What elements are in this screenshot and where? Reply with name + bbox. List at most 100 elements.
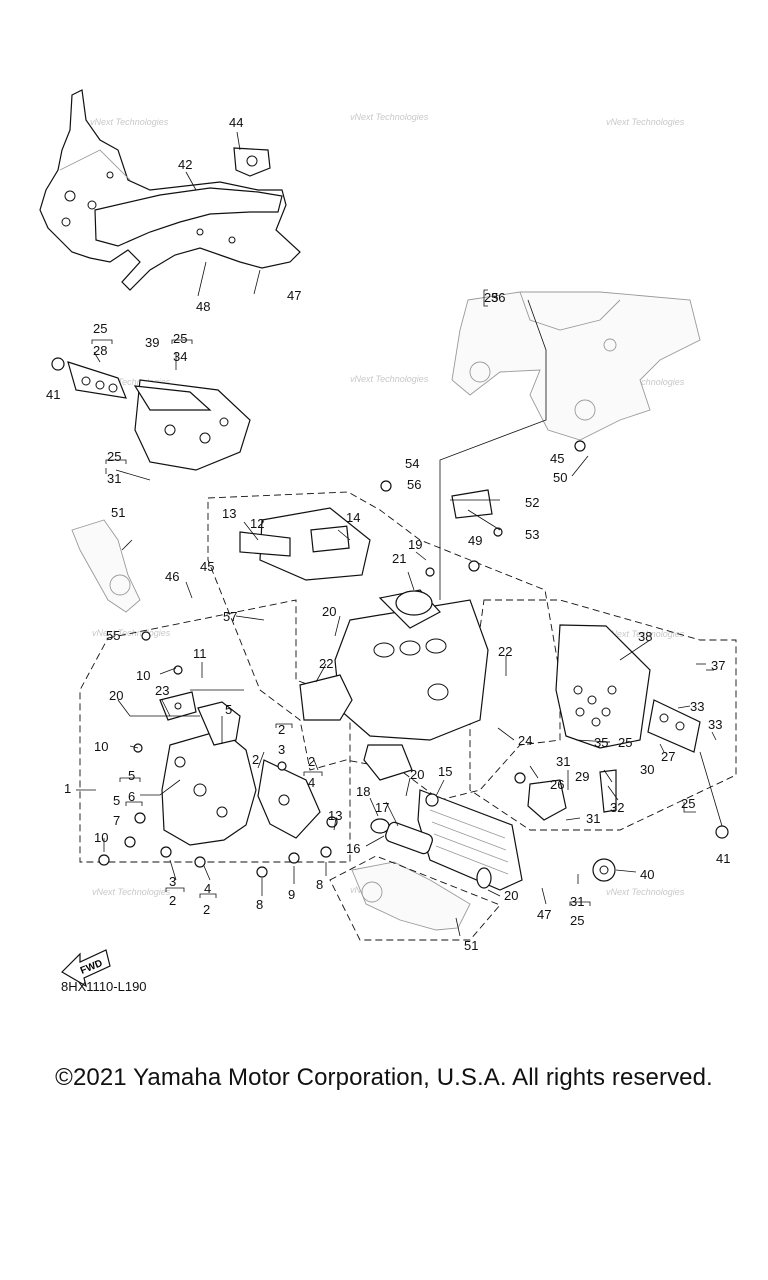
callout: 57: [223, 609, 237, 624]
copyright-notice: ©2021 Yamaha Motor Corporation, U.S.A. A…: [55, 1064, 713, 1091]
assembly-boundary-right: [469, 599, 737, 831]
assembly-boundary-center: [207, 491, 561, 801]
callout: 48: [196, 299, 210, 314]
callout: 56: [407, 477, 421, 492]
callout: 25: [681, 796, 695, 811]
callout: 37: [711, 658, 725, 673]
watermark: vNext Technologies: [606, 887, 685, 897]
callout: 25: [107, 449, 121, 464]
callout: 19: [408, 537, 422, 552]
callout: 18: [356, 784, 370, 799]
callout: 5: [113, 793, 120, 808]
callout: 20: [109, 688, 123, 703]
callout: 41: [46, 387, 60, 402]
watermark: vNext Technologies: [350, 112, 429, 122]
callout: 10: [94, 739, 108, 754]
front-bracket-assembly: [98, 631, 338, 878]
engine-guard-assembly: [51, 357, 251, 471]
callout: 38: [638, 629, 652, 644]
callout: 23: [155, 683, 169, 698]
callout: 11: [193, 646, 207, 661]
callout: 14: [346, 510, 360, 525]
callout: 10: [94, 830, 108, 845]
callout: 2: [203, 902, 210, 917]
watermark: vNext Technologies: [606, 377, 685, 387]
callout: 10: [136, 668, 150, 683]
callout: 45: [200, 559, 214, 574]
callout: 45: [550, 451, 564, 466]
callout: 13: [328, 808, 342, 823]
callout: 46: [165, 569, 179, 584]
callout: 34: [173, 349, 187, 364]
callout: 29: [575, 769, 589, 784]
assembly-boundary-lower: [329, 855, 501, 941]
callout: 25: [93, 321, 107, 336]
callout: 16: [346, 841, 360, 856]
callout: 6: [128, 789, 135, 804]
callout: 52: [525, 495, 539, 510]
callout: 32: [610, 800, 624, 815]
callout: 36: [491, 290, 505, 305]
callout: 33: [708, 717, 722, 732]
callout: 27: [661, 749, 675, 764]
callout: 20: [322, 604, 336, 619]
callout: 42: [178, 157, 192, 172]
ghost-rear-frame: [451, 291, 701, 441]
callout: 22: [319, 656, 333, 671]
callout: 22: [498, 644, 512, 659]
watermark: vNext Technologies: [350, 374, 429, 384]
fwd-arrow: FWD: [61, 949, 111, 988]
callout: 8: [256, 897, 263, 912]
callout: 28: [93, 343, 107, 358]
callout: 4: [308, 775, 315, 790]
callout: 35: [594, 735, 608, 750]
callout: 5: [225, 702, 232, 717]
callout: 4: [204, 881, 211, 896]
callout: 25: [173, 331, 187, 346]
callout: 8: [316, 877, 323, 892]
callout: 55: [106, 628, 120, 643]
callout: 47: [537, 907, 551, 922]
slide-rail-assembly: [370, 789, 523, 891]
callout: 1: [64, 781, 71, 796]
callout: 31: [107, 471, 121, 486]
callout: 25: [484, 290, 498, 305]
callout: 2: [169, 893, 176, 908]
callout: 9: [288, 887, 295, 902]
watermark: vNext Technologies: [92, 377, 171, 387]
watermark: vNext Technologies: [90, 117, 169, 127]
callout: 39: [145, 335, 159, 350]
callout: 2: [308, 754, 315, 769]
center-frame: [239, 507, 489, 781]
callout: 51: [464, 938, 478, 953]
watermark: vNext Technologies: [606, 629, 685, 639]
watermark: vNext Technologies: [92, 887, 171, 897]
callout: 40: [640, 867, 654, 882]
callout: 50: [553, 470, 567, 485]
callout: 51: [111, 505, 125, 520]
callout: 17: [375, 800, 389, 815]
assembly-boundary-left: [79, 599, 351, 863]
callout: 53: [525, 527, 539, 542]
parts-diagram: vNext Technologies vNext Technologies vN…: [39, 89, 737, 988]
callout: 25: [618, 735, 632, 750]
callout: 7: [113, 813, 120, 828]
callout: 31: [586, 811, 600, 826]
callout: 2: [252, 752, 259, 767]
callout: 49: [468, 533, 482, 548]
callout: 31: [570, 894, 584, 909]
callout: 33: [690, 699, 704, 714]
callout: 25: [570, 913, 584, 928]
watermark: vNext Technologies: [606, 117, 685, 127]
callout: 31: [556, 754, 570, 769]
callout: 13: [222, 506, 236, 521]
callout: 30: [640, 762, 654, 777]
callout: 24: [518, 733, 532, 748]
callout: 15: [438, 764, 452, 779]
callout: 41: [716, 851, 730, 866]
callout: 21: [392, 551, 406, 566]
callout: 12: [250, 516, 264, 531]
callout: 26: [550, 777, 564, 792]
callout: 20: [504, 888, 518, 903]
bracket-marks: [76, 289, 714, 906]
